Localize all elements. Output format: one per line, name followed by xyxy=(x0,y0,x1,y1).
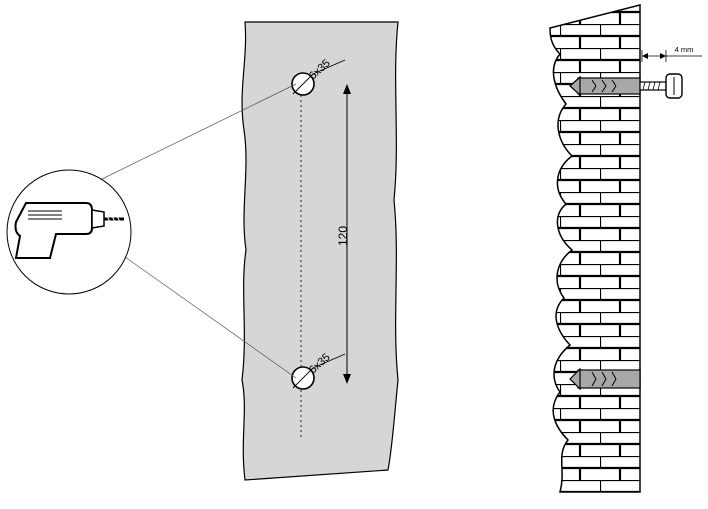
spacing-label: 120 xyxy=(336,226,350,246)
panel-outline xyxy=(241,21,399,481)
leader-lines xyxy=(99,83,297,379)
screw-icon xyxy=(639,73,683,99)
gap-label: 4 mm xyxy=(675,45,694,54)
wall-plug-bottom xyxy=(569,367,641,391)
gap-dimension: 4 mm xyxy=(641,45,702,62)
drill-callout xyxy=(6,169,132,295)
brick-wall-icon xyxy=(550,5,640,492)
drill-icon xyxy=(14,202,124,259)
wall-plug-top xyxy=(569,75,641,97)
brick-wall-section: 4 mm xyxy=(549,4,702,493)
dimension-120: 120 xyxy=(336,84,351,384)
wall-panel: 6x35 6x35 120 xyxy=(241,21,399,481)
